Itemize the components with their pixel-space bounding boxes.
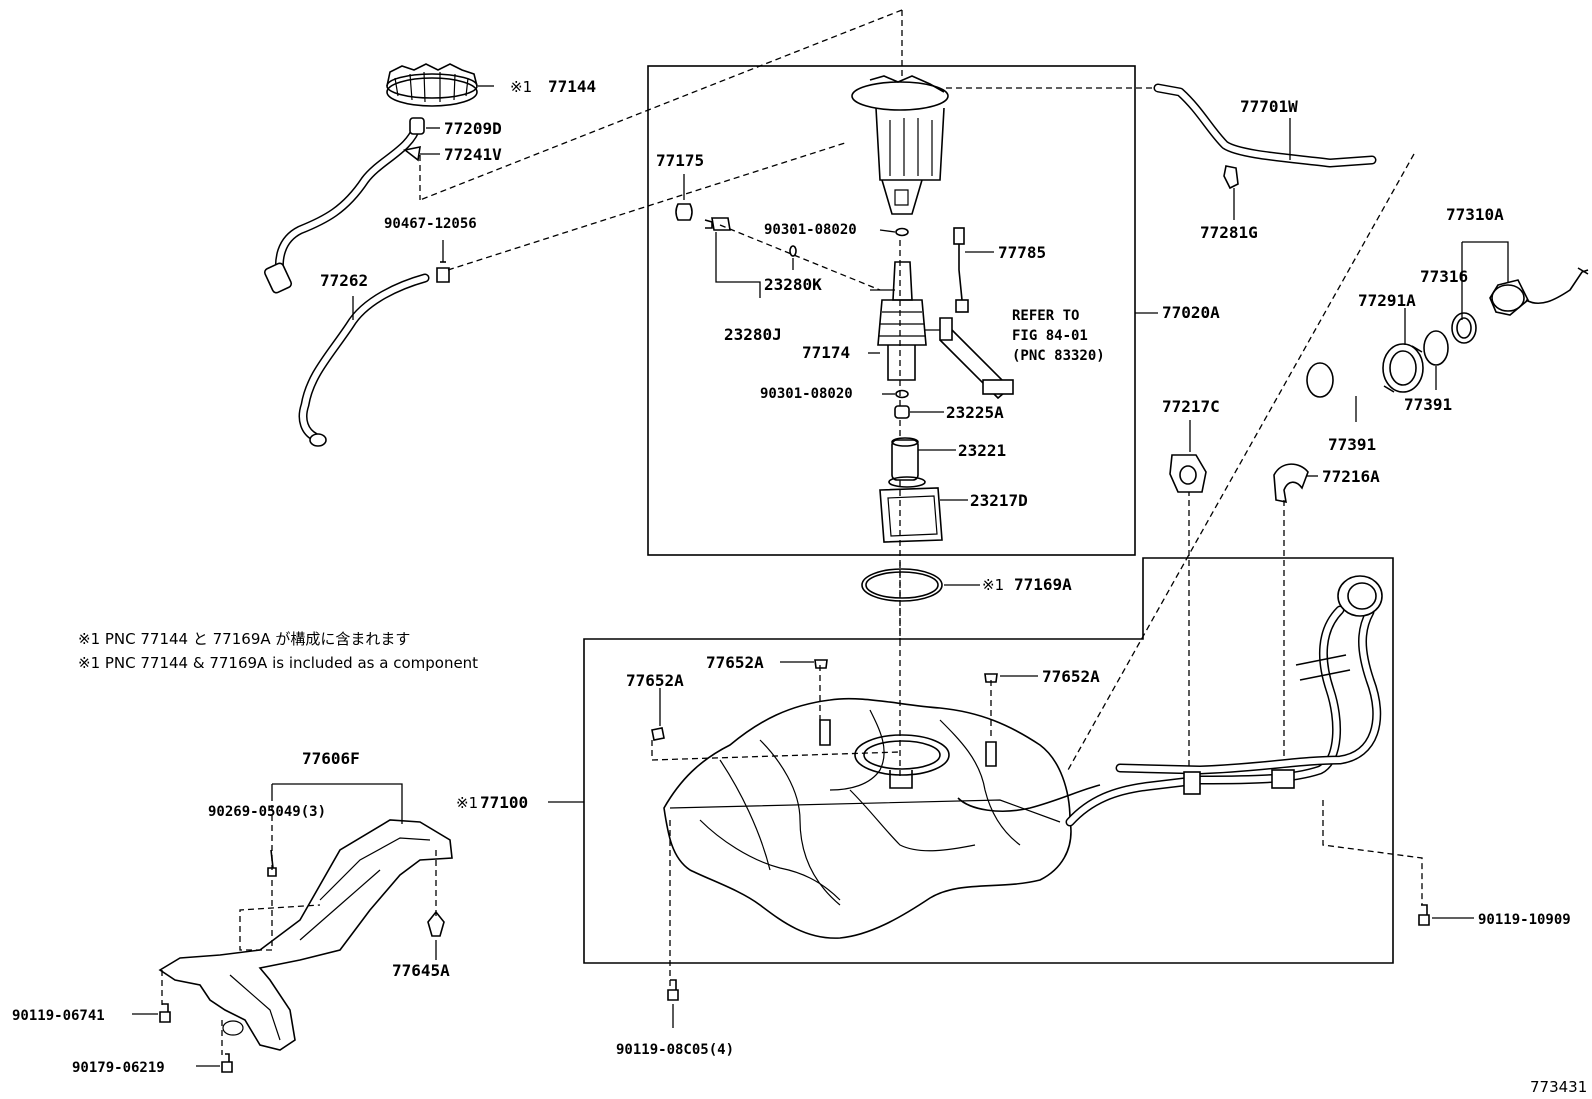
hose-clamp-part — [436, 261, 450, 283]
clip-icon — [984, 673, 998, 683]
guide-line — [419, 9, 903, 201]
part-label-77144: 77144 — [548, 77, 596, 96]
fuel-pump-module-part — [851, 75, 949, 215]
part-label-23280k: 23280K — [764, 275, 822, 294]
part-label-90269-05049: 90269-05049(3) — [208, 804, 326, 820]
part-label-23217d: 23217D — [970, 491, 1028, 510]
breather-hose-part — [263, 117, 425, 294]
bolt-icon — [667, 979, 679, 1001]
part-label-77241v: 77241V — [444, 145, 502, 164]
part-label-77652a-left: 77652A — [626, 671, 684, 690]
grommet-part — [675, 203, 693, 221]
leader-line — [271, 783, 403, 824]
fuel-filter-part — [870, 261, 940, 381]
part-label-77281g: 77281G — [1200, 223, 1258, 242]
leader-line — [715, 232, 761, 298]
part-label-77262: 77262 — [320, 271, 368, 290]
part-label-77701w: 77701W — [1240, 97, 1298, 116]
pressure-regulator-part — [704, 217, 731, 231]
gasket-part — [861, 568, 943, 602]
figure-id: 773431 — [1530, 1078, 1587, 1096]
part-label-77209d: 77209D — [444, 119, 502, 138]
bolt-icon — [221, 1053, 233, 1073]
component-note-jp: ※1 PNC 77144 と 77169A が構成に含まれます — [78, 630, 410, 648]
bolt-icon — [159, 1003, 171, 1023]
filler-clamp-part — [1273, 463, 1309, 504]
clip-icon — [427, 910, 445, 937]
screw-icon — [267, 849, 277, 877]
fuel-pump-assembly-box — [647, 65, 1136, 556]
part-label-90119-08c05: 90119-08C05(4) — [616, 1042, 734, 1058]
part-label-77020a: 77020A — [1162, 303, 1220, 322]
fuel-tank-assembly-box — [583, 557, 1394, 964]
part-label-23225a: 23225A — [946, 403, 1004, 422]
part-label-77785: 77785 — [998, 243, 1046, 262]
filler-neck-ring-part — [1382, 343, 1424, 393]
part-label-90119-06741: 90119-06741 — [12, 1008, 105, 1024]
tank-protector-part — [158, 819, 453, 1051]
guide-line — [1067, 153, 1415, 771]
cap-seal-part — [1306, 330, 1449, 398]
o-ring-part — [895, 227, 909, 399]
fuel-cap-part — [1489, 267, 1589, 316]
cushion-part — [894, 405, 910, 419]
part-label-23280j: 23280J — [724, 325, 782, 344]
part-label-77174: 77174 — [802, 343, 850, 362]
suction-filter-part — [879, 476, 943, 543]
seal-ring-part — [789, 245, 797, 257]
filler-bracket-part — [1169, 454, 1207, 493]
lock-ring-part — [386, 63, 478, 107]
fuel-tank-part — [663, 697, 1101, 939]
part-label-77391-right: 77391 — [1404, 395, 1452, 414]
part-label-90301-08020-lower: 90301-08020 — [760, 386, 853, 402]
wire-harness-part — [953, 227, 969, 313]
part-label-77310a: 77310A — [1446, 205, 1504, 224]
part-label-77606f: 77606F — [302, 749, 360, 768]
part-label-77652a-center: 77652A — [706, 653, 764, 672]
refer-note-line2: FIG 84-01 — [1012, 328, 1088, 344]
leader-line — [1461, 241, 1509, 320]
component-mark: ※1 — [982, 576, 1004, 594]
refer-note-line1: REFER TO — [1012, 308, 1079, 324]
part-label-77175: 77175 — [656, 151, 704, 170]
part-label-77316: 77316 — [1420, 267, 1468, 286]
component-note-en: ※1 PNC 77144 & 77169A is included as a c… — [78, 654, 478, 672]
part-label-77100: 77100 — [480, 793, 528, 812]
sender-gauge-part — [939, 317, 1014, 400]
vent-hose-part — [298, 273, 430, 447]
leader-line — [879, 229, 896, 233]
part-label-90119-10909: 90119-10909 — [1478, 912, 1571, 928]
part-label-23221: 23221 — [958, 441, 1006, 460]
clip-icon — [814, 659, 828, 669]
part-label-90467-12056: 90467-12056 — [384, 216, 477, 232]
guide-line — [719, 224, 881, 291]
bolt-icon — [1418, 904, 1430, 926]
guide-line — [239, 880, 321, 951]
part-label-77652a-right: 77652A — [1042, 667, 1100, 686]
component-mark: ※1 — [510, 78, 532, 96]
component-mark: ※1 — [456, 794, 478, 812]
part-label-77169a: 77169A — [1014, 575, 1072, 594]
guide-line — [1322, 800, 1423, 905]
evap-tube-part — [1153, 83, 1377, 168]
part-label-77291a: 77291A — [1358, 291, 1416, 310]
cap-gasket-part — [1451, 312, 1477, 344]
part-label-90301-08020-upper: 90301-08020 — [764, 222, 857, 238]
part-label-77216a: 77216A — [1322, 467, 1380, 486]
part-label-77217c: 77217C — [1162, 397, 1220, 416]
tube-clamp-part — [1223, 165, 1239, 190]
part-label-77391-left: 77391 — [1328, 435, 1376, 454]
refer-note-line3: (PNC 83320) — [1012, 348, 1105, 364]
fuel-pump-part — [891, 437, 919, 481]
guide-line — [651, 740, 901, 761]
part-label-90179-06219: 90179-06219 — [72, 1060, 165, 1076]
part-label-77645a: 77645A — [392, 961, 450, 980]
clip-icon — [651, 727, 665, 741]
filler-pipe-part — [1065, 575, 1383, 827]
